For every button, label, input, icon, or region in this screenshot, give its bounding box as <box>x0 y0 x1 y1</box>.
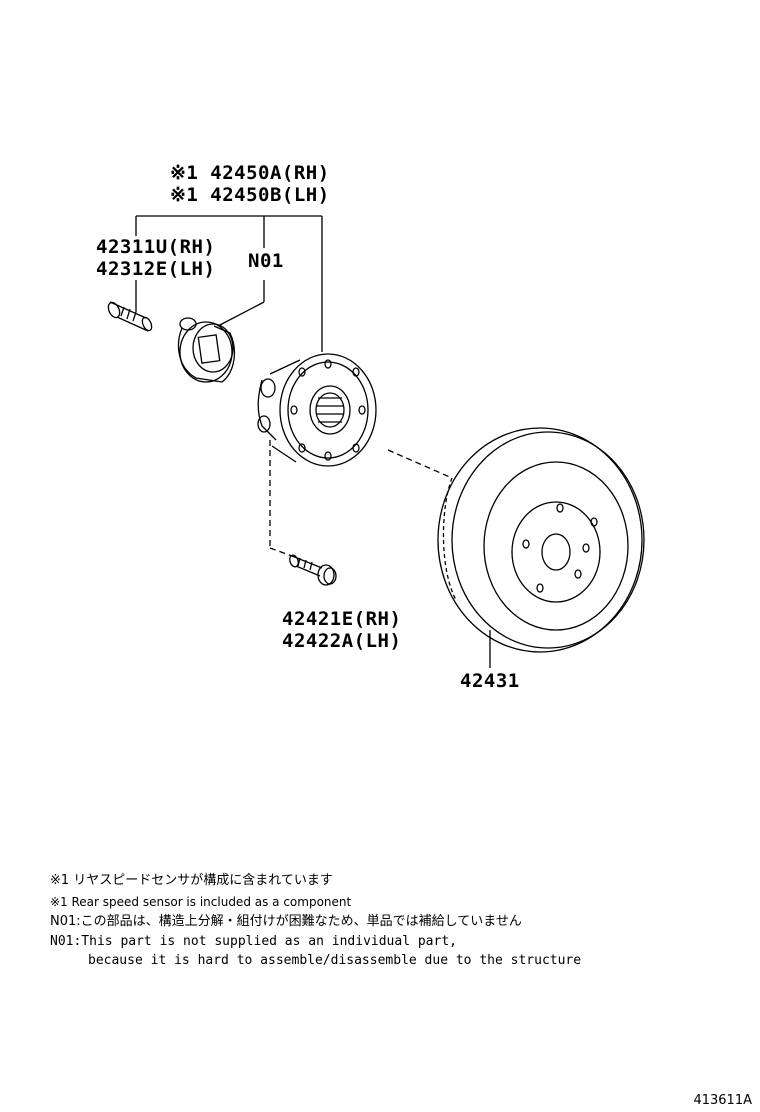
stud-rh-label: 42311U(RH) <box>96 236 216 258</box>
hub-bearing-assembly <box>257 353 377 467</box>
stud-lh-label: 42312E(LH) <box>96 258 216 280</box>
brake-disc-rotor <box>437 427 645 653</box>
sensor-note-label: N01 <box>248 250 284 272</box>
bolt-rh-label: 42421E(RH) <box>282 608 402 630</box>
mounting-bolt <box>289 554 337 586</box>
hub-leader-lines <box>135 215 491 668</box>
n01-jp: N01:この部品は、構造上分解・組付けが困難なため、単品では補給していません <box>50 914 522 929</box>
note1-en: ※1 Rear speed sensor is included as a co… <box>50 895 352 909</box>
assembly-dashed-lines <box>269 440 453 557</box>
speed-sensor-cap <box>177 317 236 383</box>
hub-lh-label: ※1 42450B(LH) <box>170 184 330 206</box>
n01-en-line2: because it is hard to assemble/disassemb… <box>88 953 582 968</box>
hub-rh-label: ※1 42450A(RH) <box>170 162 330 184</box>
note1-jp: ※1 リヤスピードセンサが構成に含まれています <box>50 873 333 888</box>
disc-label: 42431 <box>460 670 520 692</box>
hub-stud-bolt <box>107 301 153 332</box>
figure-id: 413611A <box>693 1093 752 1108</box>
bolt-lh-label: 42422A(LH) <box>282 630 402 652</box>
n01-en-line1: N01:This part is not supplied as an indi… <box>50 934 457 949</box>
